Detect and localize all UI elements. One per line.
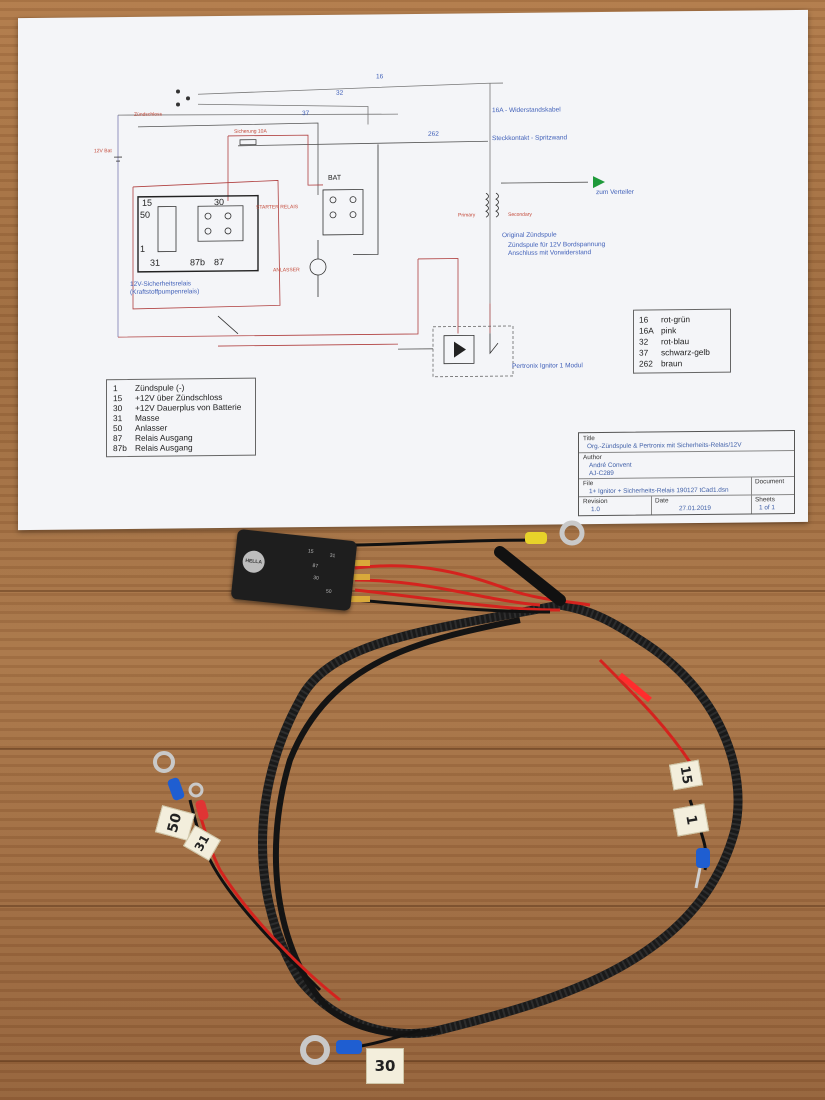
hella-logo: HELLA	[241, 549, 266, 574]
wire-tag-15: 15	[668, 759, 704, 791]
plank-seam	[0, 1060, 825, 1062]
wire-tag-30: 30	[366, 1048, 404, 1084]
plank-seam	[0, 590, 825, 592]
relay-pin-30: 30	[312, 575, 320, 582]
wire-tag-1: 1	[672, 803, 710, 837]
schematic-lines	[114, 82, 605, 378]
plank-seam	[0, 748, 825, 750]
relay-pin-87: 87	[312, 562, 319, 570]
braided-sleeve	[258, 600, 743, 1038]
hella-relay: HELLA 15 31 87 30 50	[230, 528, 358, 612]
relay-pin-31: 31	[329, 552, 336, 560]
relay-pin-50: 50	[325, 588, 332, 596]
plank-seam	[0, 905, 825, 907]
schematic-sheet: Zündschloss 12V Bat Sicherung 10A STARTE…	[18, 9, 808, 531]
relay-pin-15: 15	[307, 548, 314, 555]
